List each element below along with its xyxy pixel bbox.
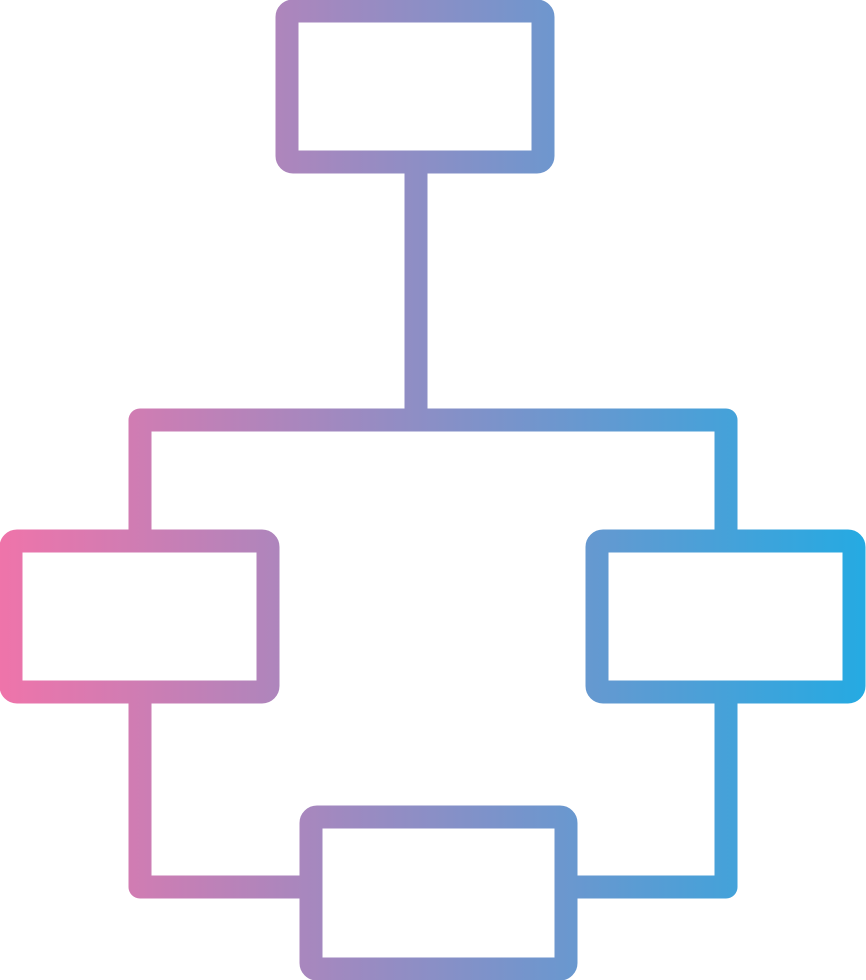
node-box-right xyxy=(585,529,866,704)
node-box-bottom xyxy=(299,805,578,980)
connector-branch-bar xyxy=(128,408,738,541)
node-box-left xyxy=(0,529,280,704)
connector-right-to-bottom xyxy=(566,692,738,899)
connector-left-to-bottom xyxy=(128,692,311,899)
node-box-top xyxy=(275,0,555,174)
